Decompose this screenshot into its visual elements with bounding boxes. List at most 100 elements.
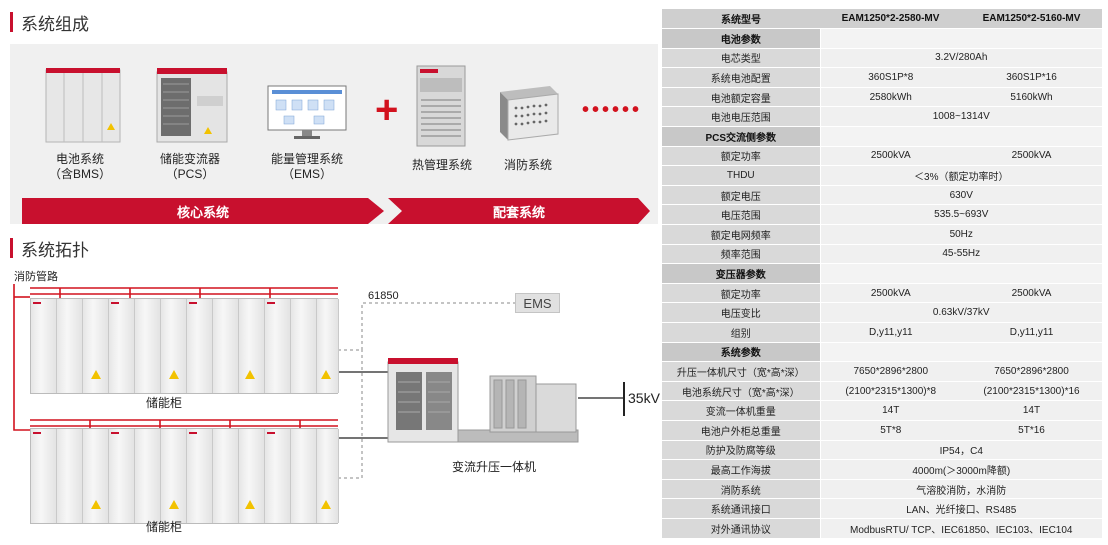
composition-section-title: 系统组成 [10,10,89,34]
ems-box: EMS [515,293,560,313]
param-name: THDU [662,165,821,186]
param-value: 3.2V/280Ah [820,48,1102,69]
param-value-a: 2500kVA [820,283,961,304]
param-name: 变压器参数 [662,263,821,284]
param-name: 电池户外柜总重量 [662,420,821,441]
section-blank [820,342,1102,363]
composition-title: 系统组成 [21,14,89,34]
pcs-label: 储能变流器 （PCS） [159,152,220,181]
aux-system-band: 配套系统 [388,198,650,224]
warning-icon [91,370,101,379]
param-name: 额定电压 [662,185,821,206]
composition-panel: 电池系统 （含BMS） 储能变流器 （PCS） 能量管理系统 （EMS） + [10,44,658,224]
core-system-label: 核心系统 [176,204,229,220]
table-row: THDU＜3%（额定功率时） [662,165,1102,186]
header-model-b: EAM1250*2-5160-MV [961,9,1102,30]
param-name: 消防系统 [662,479,821,500]
warning-icon [169,500,179,509]
param-name: 电压变比 [662,302,821,323]
param-value: 535.5~693V [820,204,1102,226]
param-value: 45-55Hz [820,244,1102,265]
param-name: 电池电压范围 [662,106,821,128]
param-value: 1008~1314V [820,106,1102,128]
thermal-management-label: 热管理系统 [411,158,472,172]
param-value-a: 2580kWh [820,87,961,108]
table-section-row: 系统参数 [662,342,1102,363]
title-accent-bar [10,12,13,32]
param-value-a: D,y11,y11 [820,322,961,343]
fire-suppression-label: 消防系统 [503,158,552,172]
param-value-a: 7650*2896*2800 [820,361,961,382]
param-name: PCS交流侧参数 [662,126,821,147]
table-section-row: PCS交流侧参数 [662,126,1102,147]
param-value-b: 5T*16 [961,420,1102,441]
param-value: ModbusRTU/ TCP、IEC61850、IEC103、IEC104 [820,518,1102,539]
param-name: 额定功率 [662,283,821,304]
param-name: 电池系统尺寸（宽*高*深） [662,381,821,402]
header-model-a: EAM1250*2-2580-MV [820,9,961,30]
table-row: 电池系统尺寸（宽*高*深）(2100*2315*1300)*8(2100*231… [662,381,1102,402]
transformer-skid-image [387,358,579,443]
param-value-b: 5160kWh [961,87,1102,108]
param-value-a: 14T [820,400,961,421]
param-name: 电芯类型 [662,48,821,69]
param-value-b: 2500kVA [961,283,1102,304]
topology-title: 系统拓扑 [21,240,89,260]
param-value: ＜3%（额定功率时） [820,165,1102,186]
warning-icon [245,500,255,509]
param-name: 变流一体机重量 [662,400,821,421]
section-blank [820,263,1102,284]
table-section-row: 电池参数 [662,28,1102,49]
cabinet-row-top [30,298,339,394]
title-accent-bar [10,238,13,258]
cabinet-row-bottom [30,428,339,524]
param-name: 防护及防腐等级 [662,440,821,461]
param-value: 50Hz [820,224,1102,245]
param-name: 最高工作海拔 [662,459,821,480]
param-name: 电池额定容量 [662,87,821,108]
warning-icon [321,500,331,509]
core-system-band: 核心系统 [22,198,384,224]
param-value-a: 5T*8 [820,420,961,441]
param-value: 气溶胶消防，水消防 [820,479,1102,500]
param-value-a: 2500kVA [820,146,961,167]
fire-suppression-image [500,86,559,141]
param-value-b: D,y11,y11 [961,322,1102,343]
param-name: 升压一体机尺寸（宽*高*深） [662,361,821,382]
cabinet-label-top: 储能柜 [146,396,183,410]
warning-icon [169,370,179,379]
param-name: 频率范围 [662,244,821,265]
param-value: 630V [820,185,1102,206]
param-value-a: 360S1P*8 [820,67,961,88]
param-name: 系统电池配置 [662,67,821,88]
header-model: 系统型号 [662,9,820,30]
spec-table-header: 系统型号 EAM1250*2-2580-MV EAM1250*2-5160-MV [662,9,1102,30]
param-value-b: 14T [961,400,1102,421]
thermal-management-image [416,65,466,147]
topology-lines [13,284,625,479]
warning-icon [245,370,255,379]
ems-label: 能量管理系统 （EMS） [270,152,343,181]
param-name: 系统参数 [662,342,821,363]
param-value-b: 360S1P*16 [961,67,1102,88]
spec-table: 系统型号 EAM1250*2-2580-MV EAM1250*2-5160-MV… [662,9,1102,539]
ems-box-label: EMS [523,295,552,311]
param-value: 4000m(＞3000m降额) [820,459,1102,480]
warning-icon [91,500,101,509]
more-dots: •••••• [582,99,643,121]
battery-system-image [45,68,121,143]
transformer-label: 变流升压一体机 [452,460,537,474]
param-name: 额定功率 [662,146,821,167]
